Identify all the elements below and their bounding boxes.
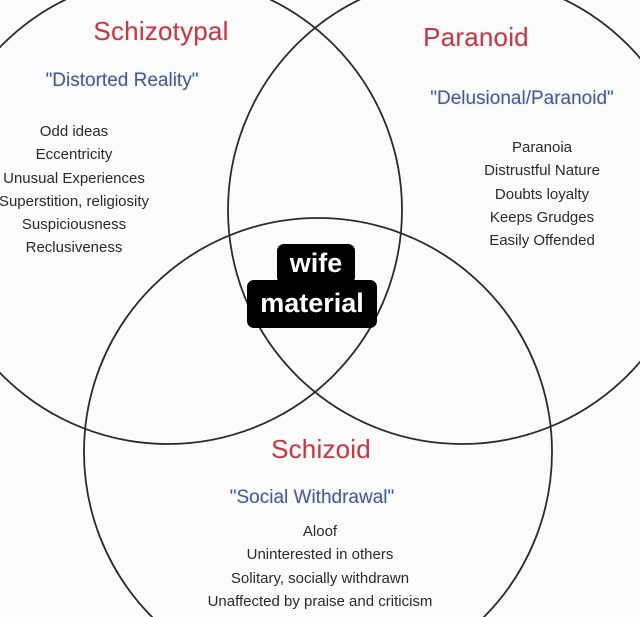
schizoid-traits: Aloof Uninterested in others Solitary, s… — [208, 520, 433, 613]
paranoid-title: Paranoid — [423, 22, 529, 52]
schizoid-title: Schizoid — [271, 434, 371, 464]
schizoid-circle — [83, 217, 553, 617]
trait-item: Unusual Experiences — [3, 169, 145, 187]
trait-item: Aloof — [302, 523, 338, 540]
paranoid-circle — [227, 0, 640, 445]
trait-item: Paranoia — [511, 139, 573, 156]
center-badge-line2: material — [247, 280, 377, 328]
trait-item: Eccentricity — [35, 146, 113, 164]
schizotypal-subtitle: "Distorted Reality" — [45, 70, 199, 91]
paranoid-traits: Paranoia Distrustful Nature Doubts loyal… — [484, 136, 600, 252]
paranoid-subtitle: "Delusional/Paranoid" — [430, 88, 614, 109]
trait-item: Uninterested in others — [246, 546, 394, 564]
trait-item: Doubts loyalty — [494, 185, 590, 203]
schizotypal-traits: Odd ideas Eccentricity Unusual Experienc… — [0, 120, 149, 260]
trait-item: Odd ideas — [39, 123, 109, 140]
trait-item: Reclusiveness — [25, 239, 123, 257]
schizotypal-title: Schizotypal — [93, 16, 229, 46]
center-badge-line1: wife — [277, 244, 355, 284]
schizotypal-circle — [0, 0, 403, 445]
trait-item: Suspiciousness — [21, 216, 127, 234]
trait-item: Easily Offended — [489, 232, 595, 250]
trait-item: Solitary, socially withdrawn — [230, 569, 410, 587]
trait-item: Superstition, religiosity — [0, 192, 150, 210]
trait-item: Keeps Grudges — [489, 208, 595, 226]
trait-item: Distrustful Nature — [484, 162, 600, 180]
schizoid-subtitle: "Social Withdrawal" — [229, 487, 395, 508]
trait-item: Unaffected by praise and criticism — [207, 592, 433, 610]
